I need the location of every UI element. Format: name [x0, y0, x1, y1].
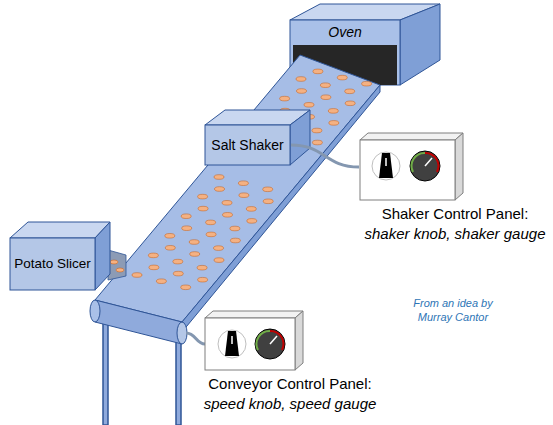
panel-parts: speed knob, speed gauge	[195, 394, 385, 414]
potato-chip	[312, 140, 322, 145]
potato-chip	[206, 220, 216, 225]
conveyor-panel-housing	[205, 311, 303, 370]
potato-chip	[149, 265, 159, 270]
potato-chip	[263, 187, 273, 192]
potato-chip	[329, 121, 339, 126]
credit-note: From an idea by Murray Cantor	[398, 296, 508, 325]
potato-chip	[181, 285, 191, 290]
salt-shaker-box: Salt Shaker	[205, 125, 290, 165]
potato-chip	[297, 89, 307, 94]
potato-chip	[238, 181, 248, 186]
panel-caption: Shaker Control Panel:shaker knob, shaker…	[360, 204, 550, 243]
control-panel: Shaker Control Panel:shaker knob, shaker…	[360, 140, 455, 200]
box-label: Salt Shaker	[211, 137, 283, 153]
potato-chip	[182, 226, 192, 231]
potato-chip	[312, 128, 322, 133]
potato-chip	[197, 265, 207, 270]
potato-chip	[198, 194, 208, 199]
potato-chip	[320, 83, 330, 88]
speed-gauge	[255, 329, 285, 359]
potato-chip	[230, 238, 240, 243]
panel-title: Conveyor Control Panel:	[195, 374, 385, 394]
potato-chip	[345, 89, 355, 94]
shaker-knob	[372, 152, 400, 180]
potato-chip	[181, 214, 191, 219]
potato-chip	[198, 277, 208, 282]
salt-shaker-box	[205, 110, 310, 165]
conveyor-cable	[186, 333, 205, 344]
potato-chip	[214, 175, 224, 180]
potato-chip	[246, 207, 256, 212]
slicer-chute	[108, 250, 126, 280]
box-label: Oven	[328, 24, 361, 40]
control-panel: Conveyor Control Panel:speed knob, speed…	[205, 318, 295, 370]
potato-chip	[215, 187, 225, 192]
potato-chip	[230, 226, 240, 231]
potato-chip	[337, 75, 347, 80]
potato-chip	[313, 69, 323, 74]
potato-chip	[223, 213, 233, 218]
potato-slicer-box	[10, 222, 110, 290]
potato-chip	[328, 109, 338, 114]
potato-chips	[132, 69, 372, 290]
potato-chip	[148, 253, 158, 258]
potato-chip	[190, 252, 200, 257]
shaker-panel-housing	[360, 133, 463, 200]
panel-parts: shaker knob, shaker gauge	[360, 224, 550, 244]
potato-chip	[280, 96, 290, 101]
potato-chip	[222, 201, 232, 206]
potato-chip	[214, 258, 224, 263]
potato-chip	[321, 95, 331, 100]
potato-chip	[247, 219, 257, 224]
potato-chip	[156, 279, 166, 284]
potato-chip	[198, 206, 208, 211]
conveyor-belt	[95, 55, 380, 332]
potato-chip	[296, 77, 306, 82]
panel-title: Shaker Control Panel:	[360, 204, 550, 224]
oven-box: Oven	[290, 20, 400, 45]
potato-chip	[263, 199, 273, 204]
conveyor-roller	[90, 300, 187, 344]
control-cable	[291, 145, 359, 167]
potato-chip	[132, 273, 142, 278]
potato-chip	[173, 271, 183, 276]
potato-chip	[165, 246, 175, 251]
panel-caption: Conveyor Control Panel:speed knob, speed…	[195, 374, 385, 413]
potato-chip	[304, 103, 314, 108]
potato-chip	[206, 232, 216, 237]
box-label: Potato Slicer	[14, 256, 91, 272]
potato-chip	[189, 240, 199, 245]
shaker-gauge	[410, 151, 440, 181]
potato-chip	[239, 193, 249, 198]
potato-chip	[173, 259, 183, 264]
potato-chip	[165, 234, 175, 239]
speed-knob	[218, 330, 246, 358]
potato-chip	[214, 246, 224, 251]
potato-chip	[345, 101, 355, 106]
potato-slicer-box: Potato Slicer	[10, 238, 95, 290]
potato-chip	[362, 81, 372, 86]
